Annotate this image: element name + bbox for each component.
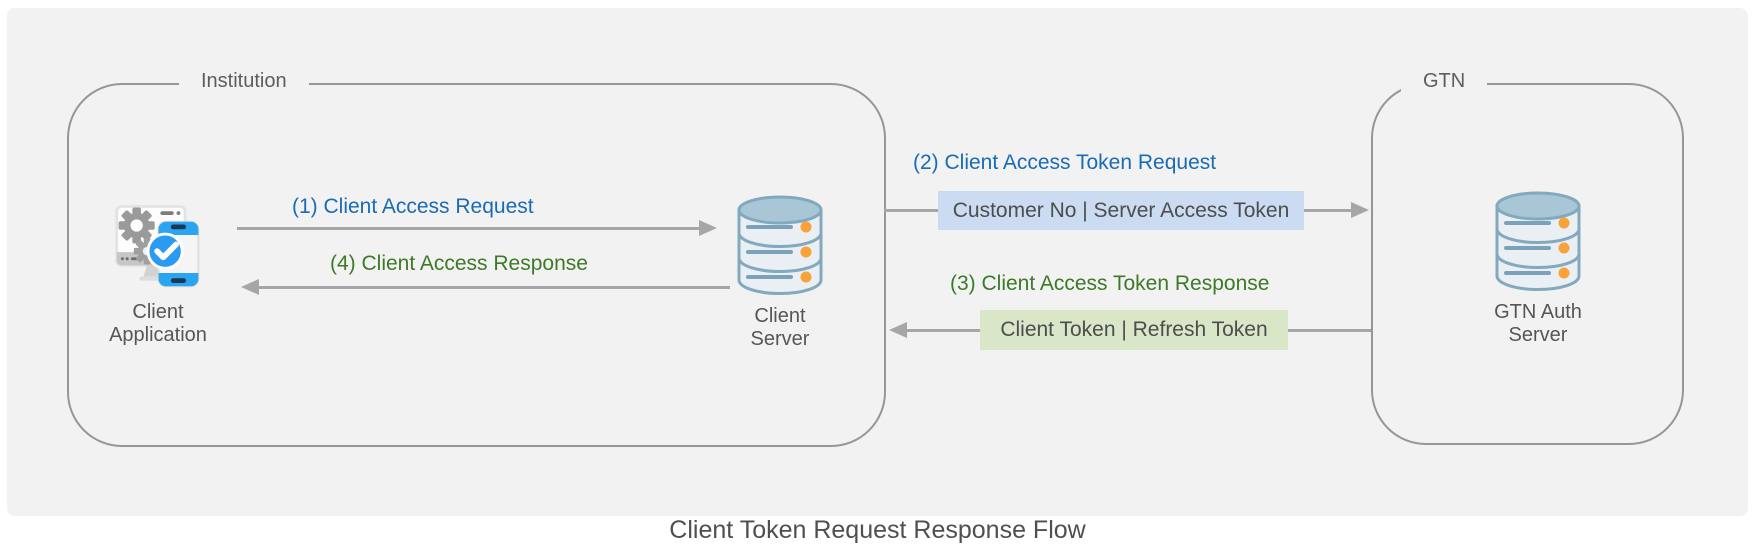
message-2-label: (2) Client Access Token Request: [913, 151, 1217, 174]
gtn-auth-server-label: GTN Auth Server: [1494, 301, 1582, 346]
client-application-icon: [114, 205, 199, 288]
node-client-application: Client Application: [78, 197, 238, 347]
gtn-auth-server-database-icon: [1495, 191, 1581, 291]
message-1-label: (1) Client Access Request: [292, 195, 534, 218]
message-4-arrowhead-icon: [241, 279, 259, 295]
node-client-server: Client Server: [700, 194, 860, 351]
institution-container: Institution: [67, 70, 886, 447]
message-3-arrowhead-icon: [889, 322, 907, 338]
diagram-title: Client Token Request Response Flow: [669, 516, 1086, 544]
message-3-payload-box: Client Token | Refresh Token: [980, 310, 1288, 350]
client-server-label: Client Server: [750, 305, 810, 350]
message-2-arrowhead-icon: [1351, 202, 1369, 218]
node-gtn-auth-server: GTN Auth Server: [1458, 190, 1618, 347]
gtn-container-label: GTN: [1401, 70, 1488, 93]
institution-container-label: Institution: [179, 70, 309, 93]
message-3-label: (3) Client Access Token Response: [950, 272, 1270, 295]
message-4-label: (4) Client Access Response: [330, 252, 588, 275]
message-2-payload-box: Customer No | Server Access Token: [938, 191, 1304, 230]
client-application-label: Client Application: [109, 301, 207, 346]
message-1-arrowhead-icon: [699, 220, 717, 236]
gtn-container: GTN: [1371, 70, 1684, 445]
message-1-arrow-line: [237, 227, 701, 230]
client-server-database-icon: [737, 195, 823, 295]
message-4-arrow-line: [259, 286, 730, 289]
